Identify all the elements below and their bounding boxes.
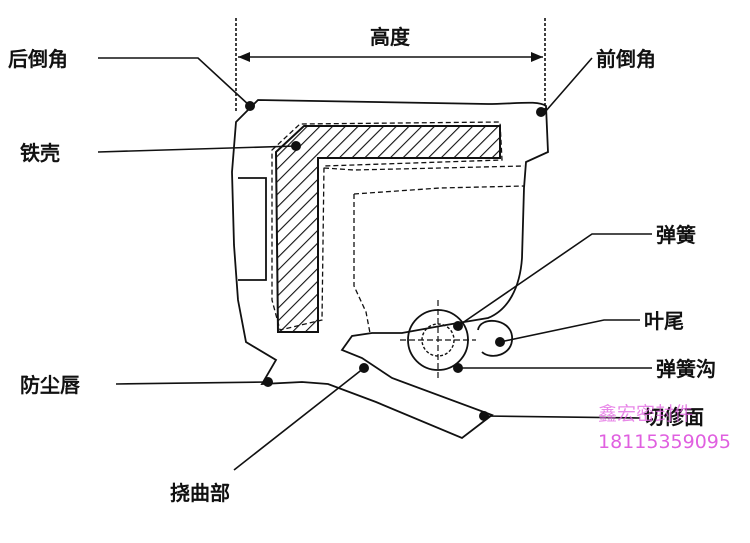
label-lip-tail: 叶尾 xyxy=(644,309,684,333)
bore-step-outline xyxy=(238,177,267,281)
case-rubber-contour xyxy=(271,121,503,331)
label-flex-section: 挠曲部 xyxy=(170,481,230,505)
garter-spring xyxy=(400,300,476,380)
watermark-company: 鑫宏密封件 xyxy=(598,403,693,425)
leader-lines xyxy=(97,57,652,471)
inner-lip-contour xyxy=(323,165,525,171)
label-front-chamfer: 前倒角 xyxy=(596,47,656,71)
marker-dots xyxy=(245,101,546,421)
rubber-body-outline xyxy=(231,99,549,440)
lip-tail-shape xyxy=(477,320,513,357)
label-metal-case: 铁壳 xyxy=(20,141,60,165)
metal-case xyxy=(274,125,501,333)
inner-bore-contour xyxy=(353,185,525,334)
label-trim-face: 切修面 xyxy=(644,405,704,429)
label-rear-chamfer: 后倒角 xyxy=(8,47,68,71)
label-dust-lip: 防尘唇 xyxy=(20,373,81,397)
watermark-phone: 18115359095 xyxy=(598,431,731,453)
height-dimension xyxy=(235,18,546,112)
label-spring-groove: 弹簧沟 xyxy=(656,357,716,381)
height-label: 高度 xyxy=(370,25,411,49)
label-spring: 弹簧 xyxy=(656,223,696,247)
